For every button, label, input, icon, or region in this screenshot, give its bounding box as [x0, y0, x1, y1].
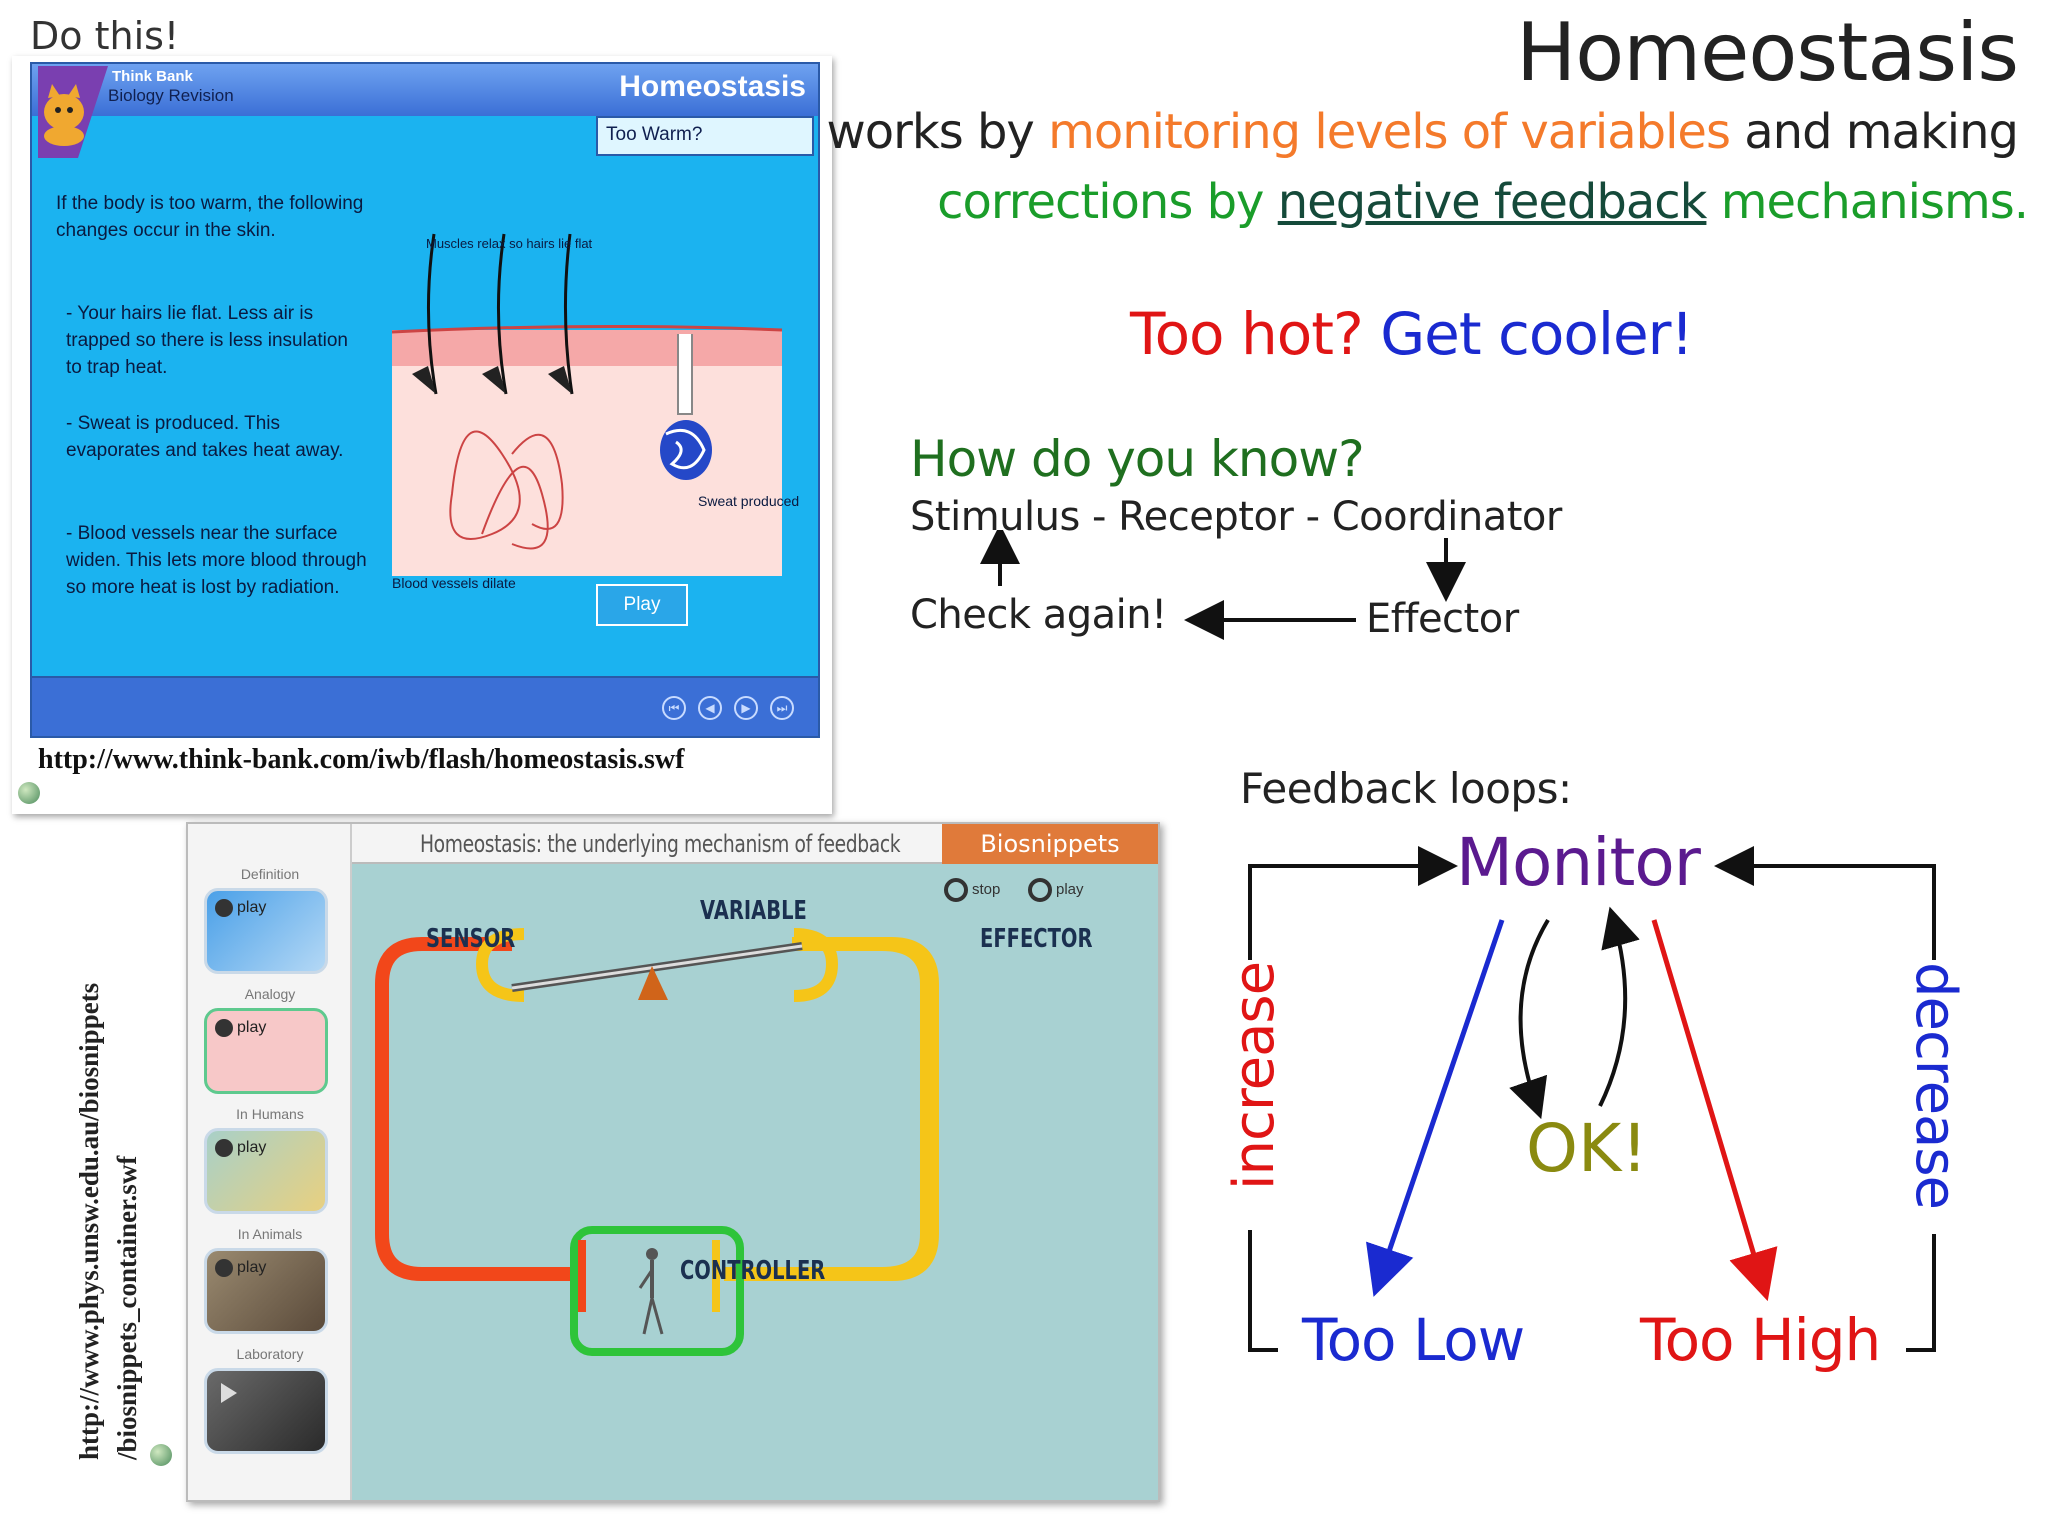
definition-line-2: corrections by negative feedback mechani… [937, 174, 2029, 230]
def-and-making: and making [1744, 104, 2019, 160]
biosnippets-frame: Definition play Analogy play In Humans p… [186, 822, 1160, 1502]
category-humans: In Humans [236, 1106, 304, 1122]
thinkbank-bullet-sweat: - Sweat is produced. This evaporates and… [66, 413, 344, 461]
globe-icon [150, 1444, 172, 1466]
monitor-label: Monitor [1456, 824, 1701, 901]
label-sensor: SENSOR [426, 924, 516, 954]
biosnippets-brand: Biosnippets [942, 824, 1158, 864]
thinkbank-play-button[interactable]: Play [596, 584, 688, 626]
effector-text: Effector [1366, 596, 1519, 642]
next-slide-icon[interactable]: ▶ [734, 696, 758, 720]
control-loop-arrows [980, 530, 1466, 640]
skin-diagram: Muscles relax so hairs lie flat Sweat pr… [392, 233, 799, 591]
thumb-play-label: play [215, 1139, 266, 1157]
definition-line-1: works by monitoring levels of variables … [826, 104, 2019, 160]
thinkbank-header: Think Bank Biology Revision Homeostasis [32, 64, 818, 116]
play-icon [221, 1383, 237, 1403]
thinkbank-bullet-hairs: - Your hairs lie flat. Less air is trapp… [66, 303, 348, 378]
thumb-laboratory[interactable] [204, 1368, 328, 1454]
thinkbank-brand: Think Bank [112, 68, 193, 85]
thumb-humans[interactable]: play [204, 1128, 328, 1214]
biosnippets-stage: Homeostasis: the underlying mechanism of… [352, 824, 1158, 1500]
page-title: Homeostasis [1516, 6, 2019, 99]
thinkbank-url[interactable]: http://www.think-bank.com/iwb/flash/home… [38, 744, 685, 775]
biosnippets-topbar: Homeostasis: the underlying mechanism of… [352, 824, 1158, 864]
feedback-loops-title: Feedback loops: [1240, 764, 1572, 813]
def-negative-feedback: negative feedback [1277, 174, 1708, 230]
too-low-label: Too Low [1302, 1306, 1525, 1374]
thinkbank-bullet-vessels: - Blood vessels near the surface widen. … [66, 523, 367, 598]
biosnippets-title: Homeostasis: the underlying mechanism of… [420, 830, 901, 858]
ok-label: OK! [1526, 1110, 1648, 1187]
def-period: . [2013, 174, 2029, 230]
too-hot-line: Too hot? Get cooler! [1130, 300, 1694, 368]
label-sweat: Sweat produced [698, 493, 799, 509]
label-controller: CONTROLLER [680, 1256, 826, 1286]
thumb-definition[interactable]: play [204, 888, 328, 974]
category-definition: Definition [240, 866, 300, 882]
tab-too-warm[interactable]: Too Warm? [596, 116, 814, 156]
last-slide-icon[interactable]: ⏭ [770, 696, 794, 720]
cat-mascot-icon [38, 66, 108, 158]
def-corrections-by: corrections by [937, 174, 1264, 230]
check-again-text: Check again! [910, 592, 1167, 638]
increase-label: increase [1222, 961, 1287, 1190]
feedback-loop-diagram [375, 928, 939, 1356]
thinkbank-intro: If the body is too warm, the following c… [56, 193, 364, 241]
label-vessels: Blood vessels dilate [392, 575, 516, 591]
prev-slide-icon[interactable]: ◀ [698, 696, 722, 720]
def-monitoring: monitoring levels of variables [1048, 104, 1731, 160]
category-animals: In Animals [237, 1226, 303, 1242]
thinkbank-subbrand: Biology Revision [108, 86, 234, 105]
thumb-play-label: play [215, 1259, 266, 1277]
thumb-analogy[interactable]: play [204, 1008, 328, 1094]
def-works-by: works by [826, 104, 1035, 160]
feedback-loop-arrows [1248, 846, 1936, 1352]
biosnippets-url-line1: http://www.phys.unsw.edu.au/biosnippets [74, 983, 104, 1460]
thinkbank-screen: Think Bank Biology Revision Homeostasis … [30, 62, 820, 738]
thumb-play-label: play [215, 1019, 266, 1037]
category-laboratory: Laboratory [236, 1346, 304, 1362]
def-mechanisms: mechanisms [1720, 174, 2015, 230]
too-high-label: Too High [1640, 1306, 1881, 1374]
stop-button[interactable]: stop [944, 878, 1000, 902]
label-variable: VARIABLE [700, 896, 807, 926]
play-button[interactable]: play [1028, 878, 1084, 902]
too-hot-text: Too hot? [1130, 300, 1364, 368]
thumb-play-label: play [215, 899, 266, 917]
thinkbank-title: Homeostasis [619, 70, 806, 103]
get-cooler-text: Get cooler! [1380, 300, 1694, 368]
biosnippets-url[interactable]: http://www.phys.unsw.edu.au/biosnippets … [66, 860, 166, 1490]
label-effector: EFFECTOR [980, 924, 1093, 954]
biosnippets-sidebar: Definition play Analogy play In Humans p… [188, 824, 352, 1500]
first-slide-icon[interactable]: ⏮ [662, 696, 686, 720]
thumb-animals[interactable]: play [204, 1248, 328, 1334]
biosnippets-url-line2: /biosnippets_container.swf [112, 1155, 142, 1461]
decrease-label: decrease [1903, 962, 1968, 1209]
do-this-label: Do this! [30, 14, 180, 58]
how-know-heading: How do you know? [910, 430, 1365, 488]
label-muscles: Muscles relax so hairs lie flat [426, 236, 593, 251]
globe-icon [18, 782, 40, 804]
thinkbank-footer: ⏮ ◀ ▶ ⏭ [32, 676, 818, 736]
category-analogy: Analogy [244, 986, 296, 1002]
